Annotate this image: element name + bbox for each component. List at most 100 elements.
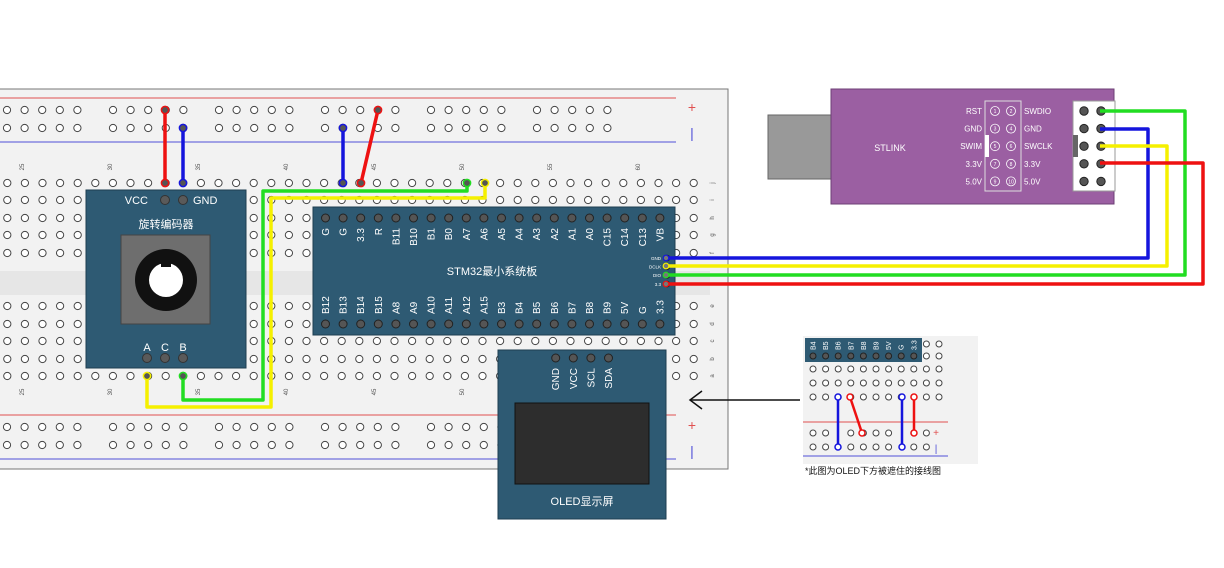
breadboard-hole xyxy=(56,178,65,188)
breadboard-hole xyxy=(689,230,698,240)
inset-pin-label: B7 xyxy=(848,341,855,350)
stm32-pin xyxy=(356,319,366,329)
breadboard-hole xyxy=(460,371,469,381)
breadboard-hole xyxy=(426,440,436,450)
breadboard-hole xyxy=(672,354,681,364)
breadboard-hole xyxy=(897,379,905,387)
breadboard-hole xyxy=(619,195,628,205)
breadboard-hole xyxy=(497,123,506,133)
breadboard-hole xyxy=(885,443,893,451)
stm32-pin-label: A12 xyxy=(462,296,473,314)
stm32-pin xyxy=(461,319,471,329)
row-letter: i xyxy=(710,199,716,200)
stm32-pin xyxy=(585,213,594,223)
stlink-pin-number: 5 xyxy=(994,144,997,150)
breadboard-hole xyxy=(872,393,880,401)
stlink-header-pin xyxy=(1006,106,1016,116)
column-number: 25 xyxy=(20,163,26,170)
breadboard-hole xyxy=(179,422,188,432)
breadboard-hole xyxy=(56,248,65,258)
stm32-pin-label: B8 xyxy=(585,301,596,314)
breadboard-hole xyxy=(847,379,855,387)
breadboard-hole xyxy=(3,354,12,364)
column-number: 25 xyxy=(20,388,26,395)
stm32-pin xyxy=(479,213,489,223)
breadboard-hole xyxy=(284,213,293,223)
breadboard-hole xyxy=(479,440,488,450)
breadboard-hole xyxy=(922,340,930,348)
inset-pin xyxy=(847,352,855,360)
stlink-dupont-pin xyxy=(1079,176,1089,187)
breadboard-hole xyxy=(20,178,29,188)
breadboard-hole xyxy=(302,230,311,240)
breadboard-hole xyxy=(249,213,258,223)
breadboard-hole xyxy=(478,354,487,364)
stm32-pin xyxy=(409,319,418,329)
breadboard-hole xyxy=(285,105,294,115)
breadboard-hole xyxy=(267,123,276,133)
breadboard-hole xyxy=(654,336,663,346)
breadboard-hole xyxy=(822,393,830,401)
breadboard-hole xyxy=(232,422,241,432)
breadboard-hole xyxy=(568,105,577,115)
breadboard-hole xyxy=(809,443,817,451)
breadboard-hole xyxy=(196,178,205,188)
breadboard-hole xyxy=(444,105,453,115)
wire-end xyxy=(662,280,670,288)
inset-wire-end xyxy=(834,393,842,401)
encoder-pin-b xyxy=(178,353,188,363)
stm32-pin xyxy=(497,213,506,223)
breadboard-hole xyxy=(38,440,47,450)
stm32-pin-label: A1 xyxy=(567,228,578,241)
stm32-pin xyxy=(637,319,647,329)
stm32-pin xyxy=(409,213,418,223)
stm32-pin xyxy=(532,213,542,223)
stlink-header-pin xyxy=(990,158,1000,169)
breadboard-hole xyxy=(425,371,434,381)
breadboard-hole xyxy=(320,354,329,364)
stlink-pin-number: 9 xyxy=(994,179,997,185)
breadboard-hole xyxy=(232,123,241,133)
inset-pin xyxy=(897,352,905,360)
breadboard-hole xyxy=(462,105,471,115)
breadboard-hole xyxy=(859,393,867,401)
breadboard-hole xyxy=(636,336,646,346)
breadboard-hole xyxy=(20,195,29,205)
inset-wire-end xyxy=(846,393,854,401)
stm32-pin xyxy=(461,213,471,223)
breadboard-hole xyxy=(320,178,329,188)
breadboard-hole xyxy=(885,365,893,373)
stm32-pin xyxy=(585,319,594,329)
stm32-pin-label: R xyxy=(374,228,385,235)
breadboard-hole xyxy=(108,371,118,381)
stm32-pin xyxy=(444,213,454,223)
breadboard-hole xyxy=(196,371,205,381)
inset-pin xyxy=(885,352,893,360)
inset-plus: + xyxy=(933,428,939,439)
breadboard-hole xyxy=(56,354,65,364)
breadboard-hole xyxy=(267,105,276,115)
breadboard-hole xyxy=(356,440,365,450)
breadboard-hole xyxy=(548,336,558,346)
breadboard-hole xyxy=(834,379,842,387)
stm32-pin-label: G xyxy=(321,228,332,236)
breadboard-hole xyxy=(249,301,258,311)
breadboard-hole xyxy=(373,440,382,450)
oled-pin-label: VCC xyxy=(569,368,580,389)
stm32-debug-label: DCLK xyxy=(649,265,661,270)
breadboard-hole xyxy=(38,105,47,115)
pointer-arrow xyxy=(688,390,800,410)
stm32-pin xyxy=(321,319,330,329)
breadboard-hole xyxy=(672,336,681,346)
stm32-pin xyxy=(338,213,348,223)
stm32-pin-label: G xyxy=(339,228,350,236)
breadboard-hole xyxy=(302,336,311,346)
row-letter: g xyxy=(710,233,716,236)
stm32-debug-label: DIO xyxy=(653,273,662,278)
breadboard-hole xyxy=(38,248,47,258)
breadboard-hole xyxy=(885,393,893,401)
breadboard-hole xyxy=(179,105,188,115)
breadboard-hole xyxy=(3,336,12,346)
breadboard-hole xyxy=(38,230,47,240)
